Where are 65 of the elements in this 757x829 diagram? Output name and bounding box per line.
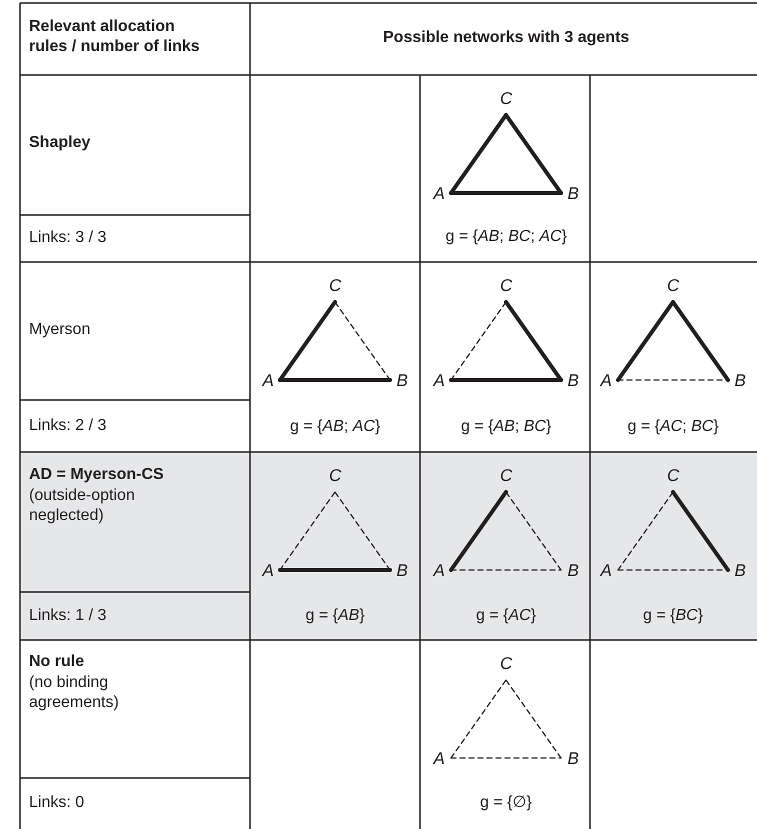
link-count: Links: 1 / 3 (29, 606, 108, 626)
vertex-label: A (600, 562, 612, 580)
vertex-label: B (568, 562, 579, 580)
vertex-label: A (262, 562, 274, 580)
rule-name: Shapley (29, 133, 92, 153)
vertex-label: C (500, 655, 512, 673)
network-link (334, 491, 391, 571)
network-link (278, 300, 337, 382)
vertex-label: C (500, 467, 512, 485)
network-link (334, 301, 391, 381)
network-set: g = {AB; BC; AC} (446, 227, 567, 247)
rule-note: (no binding agreements) (29, 673, 120, 713)
network-link (449, 113, 508, 195)
network-set: g = {AB; BC} (461, 417, 552, 437)
link-count: Links: 0 (29, 793, 86, 813)
vertex-label: B (734, 562, 746, 580)
vertex-label: B (396, 562, 408, 580)
network-link (616, 300, 675, 382)
rule-note: (outside-option neglected) (29, 486, 136, 526)
column-header: Relevant allocation rules / number of links (29, 17, 201, 57)
network-link (505, 491, 562, 571)
vertex-label: A (434, 750, 445, 768)
network-link (450, 679, 507, 759)
network-link (450, 757, 562, 759)
rule-name: AD = Myerson-CS (29, 465, 165, 485)
vertex-label: A (600, 372, 612, 390)
network-link (504, 113, 563, 195)
vertex-label: C (329, 277, 342, 295)
vertex-label: B (568, 372, 579, 390)
vertex-label: B (734, 372, 746, 390)
network-link (279, 491, 336, 571)
vertex-label: A (434, 562, 445, 580)
vertex-label: A (262, 372, 274, 390)
network-set: g = {AB; AC} (290, 417, 380, 437)
link-count: Links: 3 / 3 (29, 228, 108, 248)
network-link (278, 378, 392, 382)
vertex-label: A (434, 372, 445, 390)
network-link (449, 490, 508, 572)
vertex-label: C (500, 90, 512, 108)
network-link (505, 679, 562, 759)
vertex-label: B (568, 185, 579, 203)
network-set: g = {AC} (476, 606, 536, 626)
rule-name: Myerson (29, 320, 92, 340)
network-set: g = {BC} (643, 606, 704, 626)
vertex-label: C (329, 467, 342, 485)
column-header: Possible networks with 3 agents (383, 28, 630, 48)
network-link (278, 568, 392, 572)
network-link (671, 300, 730, 382)
network-link (449, 378, 563, 382)
rule-name: No rule (29, 652, 86, 672)
network-set: g = {∅} (480, 793, 532, 813)
network-link (449, 191, 563, 195)
vertex-label: C (667, 467, 680, 485)
network-set: g = {AB} (306, 606, 365, 626)
vertex-label: B (396, 372, 408, 390)
network-link (671, 490, 730, 572)
vertex-label: C (500, 277, 512, 295)
vertex-label: A (434, 185, 445, 203)
network-link (450, 301, 507, 381)
vertex-label: C (667, 277, 680, 295)
link-count: Links: 2 / 3 (29, 416, 108, 436)
network-set: g = {AC; BC} (628, 417, 719, 437)
network-link (504, 300, 563, 382)
vertex-label: B (568, 750, 579, 768)
network-link (617, 491, 674, 571)
